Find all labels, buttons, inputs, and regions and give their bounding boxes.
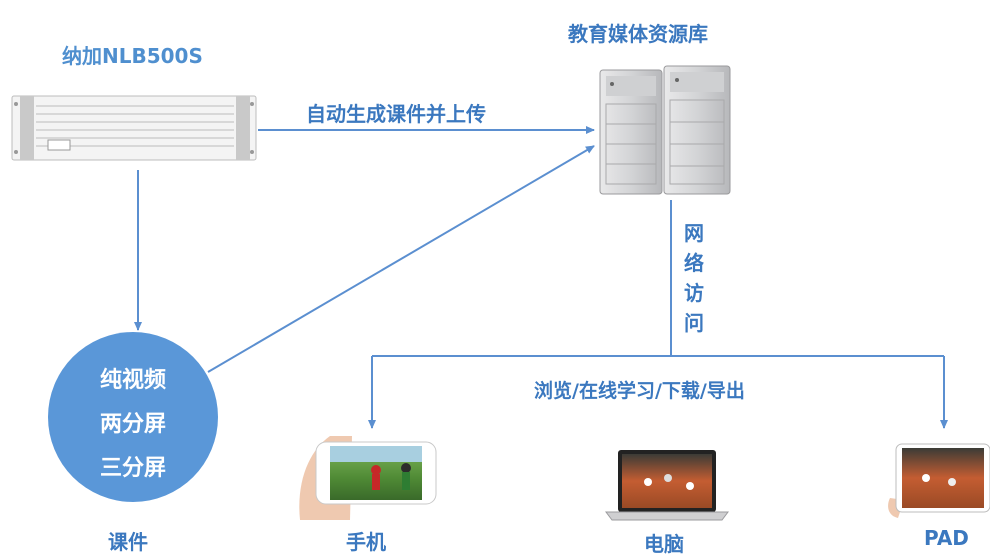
courseware-item: 两分屏 — [99, 412, 166, 437]
network-access-char: 访 — [684, 281, 704, 305]
arrows — [134, 126, 948, 429]
laptop-icon — [605, 450, 729, 521]
courseware-label: 课件 — [108, 530, 148, 554]
server-tower-icon — [663, 65, 731, 195]
device-label: 纳加NLB500S — [62, 44, 203, 68]
upload-label: 自动生成课件并上传 — [306, 102, 486, 126]
actions-label: 浏览/在线学习/下载/导出 — [534, 380, 745, 402]
network-access-char: 络 — [684, 251, 704, 275]
network-access-char: 问 — [684, 311, 704, 335]
repository-label: 教育媒体资源库 — [568, 22, 708, 46]
rack-device-icon — [11, 95, 257, 161]
server-tower-icon — [599, 69, 663, 195]
computer-label: 电脑 — [644, 532, 684, 556]
network-access-char: 网 — [684, 221, 704, 245]
courseware-item: 纯视频 — [99, 368, 166, 393]
courseware-circle: 纯视频 两分屏 三分屏 — [48, 332, 218, 502]
pad-label: PAD — [924, 526, 969, 550]
arrow-courseware-to-repository — [207, 145, 595, 373]
tablet-icon — [888, 443, 990, 518]
phone-label: 手机 — [346, 530, 386, 554]
phone-icon — [299, 436, 437, 520]
courseware-item: 三分屏 — [99, 456, 166, 481]
